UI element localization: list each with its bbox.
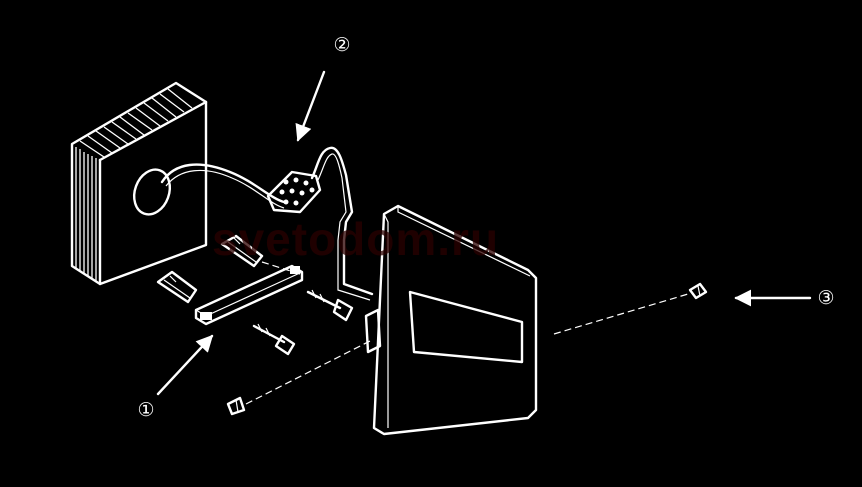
- screw-upper: [306, 289, 354, 322]
- mounting-bracket: [194, 264, 304, 326]
- cable-hole: [132, 168, 172, 216]
- assembly-line-left: [245, 339, 373, 405]
- front-panel: [0, 0, 538, 436]
- callout-arrow-2: [295, 70, 326, 142]
- panel-window: [0, 0, 1, 1]
- terminal-block: [266, 170, 322, 214]
- wall-anchor-lower: [156, 270, 198, 304]
- callout-label-cable: ②: [333, 34, 351, 56]
- wall-anchor-upper: [220, 234, 264, 268]
- cable: [160, 146, 374, 301]
- callout-label-screw: ③: [817, 287, 835, 309]
- screw-lower: [252, 323, 296, 356]
- heatsink-fins: [75, 88, 193, 281]
- assembly-line-right: [553, 293, 689, 335]
- screw-small-left: [226, 396, 246, 416]
- assembly-line-anchor: [261, 261, 301, 275]
- callout-arrow-1: [156, 334, 214, 396]
- callout-label-mounting-parts: ①: [137, 399, 155, 421]
- heatsink: [70, 81, 208, 286]
- screw-small-right: [688, 282, 708, 300]
